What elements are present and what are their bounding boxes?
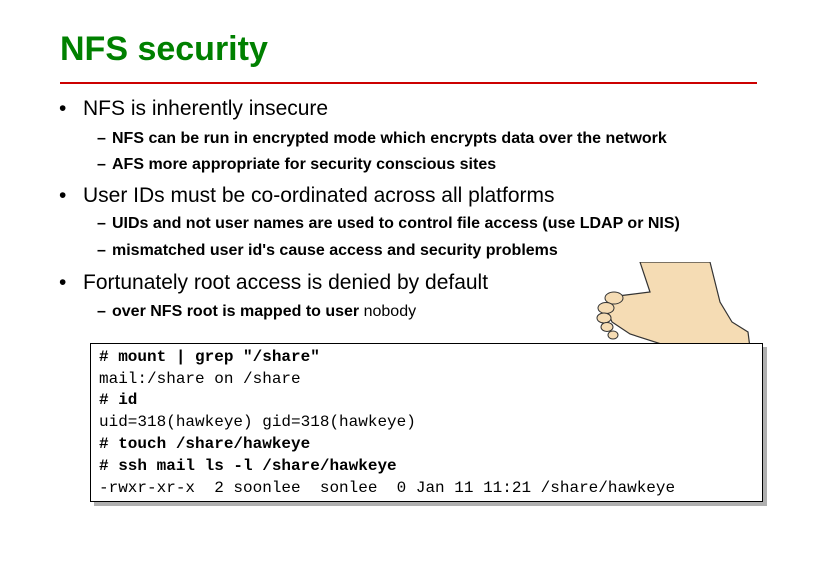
bullet-glyph: • [59, 184, 67, 207]
bullet-user-ids: • User IDs must be co-ordinated across al… [59, 184, 555, 208]
title-divider [60, 82, 757, 84]
sub-item-text: over NFS root is mapped to user [112, 303, 360, 320]
terminal-output-line: -rwxr-xr-x 2 soonlee sonlee 0 Jan 11 11:… [99, 479, 676, 497]
dash-glyph: – [97, 215, 106, 232]
sub-item: –NFS can be run in encrypted mode which … [97, 130, 667, 148]
terminal-command: # ssh mail ls -l /share/hawkeye [99, 457, 397, 475]
terminal-output: # mount | grep "/share" mail:/share on /… [90, 343, 763, 502]
bullet-insecure: • NFS is inherently insecure [59, 97, 328, 121]
sub-item-text: UIDs and not user names are used to cont… [112, 215, 680, 232]
sub-item-text: AFS more appropriate for security consci… [112, 156, 497, 173]
terminal-command: # touch /share/hawkeye [99, 435, 311, 453]
dash-glyph: – [97, 303, 106, 320]
bullet-text: User IDs must be co-ordinated across all… [83, 184, 555, 207]
bullet-glyph: • [59, 271, 67, 294]
dash-glyph: – [97, 130, 106, 147]
bullet-text: NFS is inherently insecure [83, 97, 329, 120]
sub-item-text: mismatched user id's cause access and se… [112, 242, 558, 259]
bullet-text: Fortunately root access is denied by def… [83, 271, 489, 294]
dash-glyph: – [97, 242, 106, 259]
terminal-output-line: mail:/share on /share [99, 370, 301, 388]
sub-item-plain-text: nobody [359, 303, 417, 320]
sub-item: –mismatched user id's cause access and s… [97, 242, 558, 260]
bullet-root-access: • Fortunately root access is denied by de… [59, 271, 488, 295]
bullet-glyph: • [59, 97, 67, 120]
sub-item: –UIDs and not user names are used to con… [97, 215, 680, 233]
terminal-command: # id [99, 391, 138, 409]
sub-item: –AFS more appropriate for security consc… [97, 156, 496, 174]
sub-item: –over NFS root is mapped to user nobody [97, 303, 416, 321]
dash-glyph: – [97, 156, 106, 173]
terminal-output-line: uid=318(hawkeye) gid=318(hawkeye) [99, 413, 416, 431]
terminal-command: # mount | grep "/share" [99, 348, 320, 366]
sub-item-text: NFS can be run in encrypted mode which e… [112, 130, 667, 147]
page-title: NFS security [60, 30, 268, 68]
